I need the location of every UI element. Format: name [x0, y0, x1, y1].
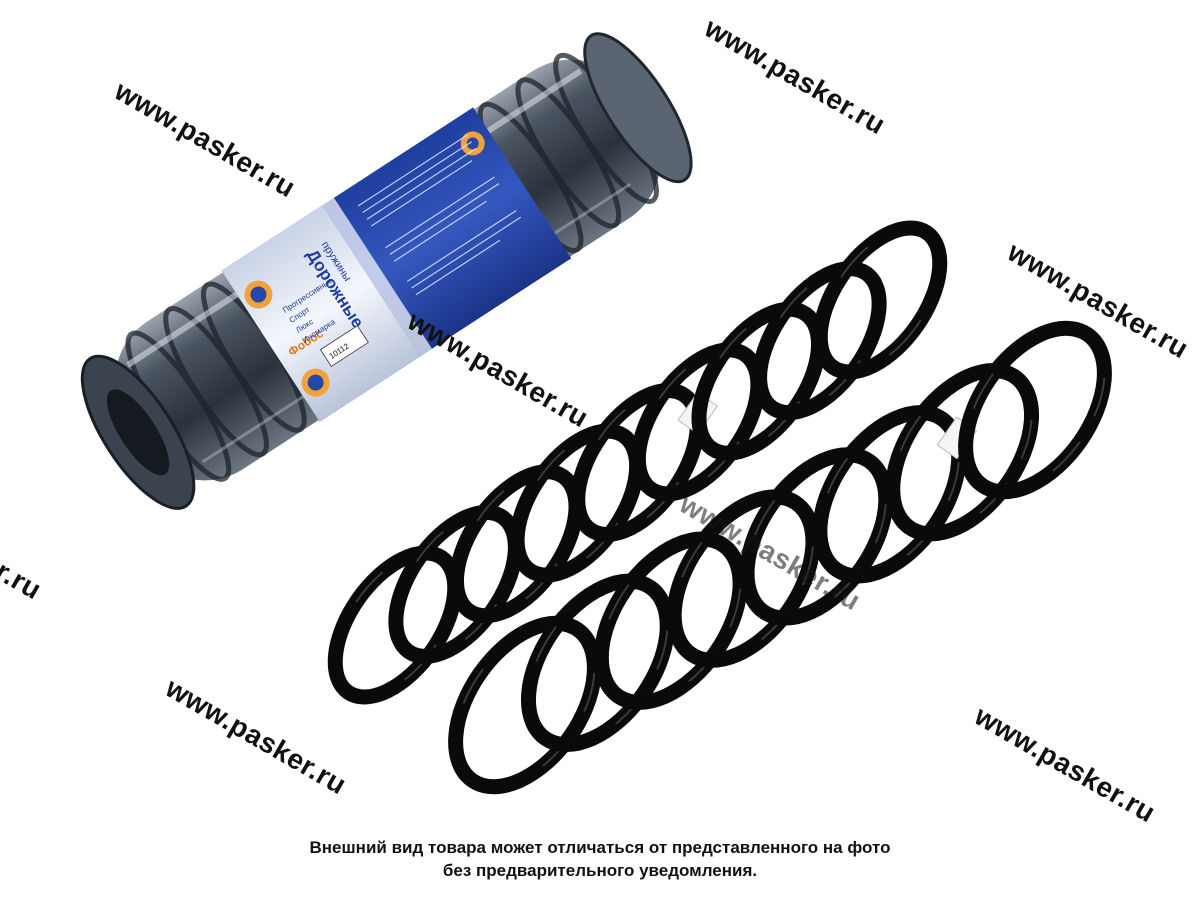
spring-back	[327, 220, 948, 705]
spring-coil-highlight	[673, 495, 814, 662]
barcode	[319, 325, 369, 367]
spring-coil-highlight	[818, 411, 960, 577]
spring-coil-highlight	[819, 227, 941, 373]
packaged-spring: Дорожные пружины Фобос Прогрессивные Спо…	[80, 32, 693, 510]
disclaimer-caption: Внешний вид товара может отличаться от п…	[0, 836, 1200, 882]
spring-front	[448, 320, 1112, 795]
disclaimer-line-1: Внешний вид товара может отличаться от п…	[309, 838, 891, 857]
spring-coil-highlight	[964, 327, 1106, 493]
spring-coil-highlight	[454, 622, 596, 788]
wrap-end-right	[583, 32, 693, 184]
coil-springs	[327, 220, 1112, 795]
package-label: Дорожные пружины Фобос Прогрессивные Спо…	[221, 107, 572, 422]
spring-coil-highlight	[600, 538, 742, 704]
spring-coil-highlight	[746, 453, 887, 620]
spring-coil-highlight	[891, 369, 1033, 535]
spring-coil-highlight	[527, 580, 669, 746]
disclaimer-line-2: без предварительного уведомления.	[442, 861, 758, 880]
